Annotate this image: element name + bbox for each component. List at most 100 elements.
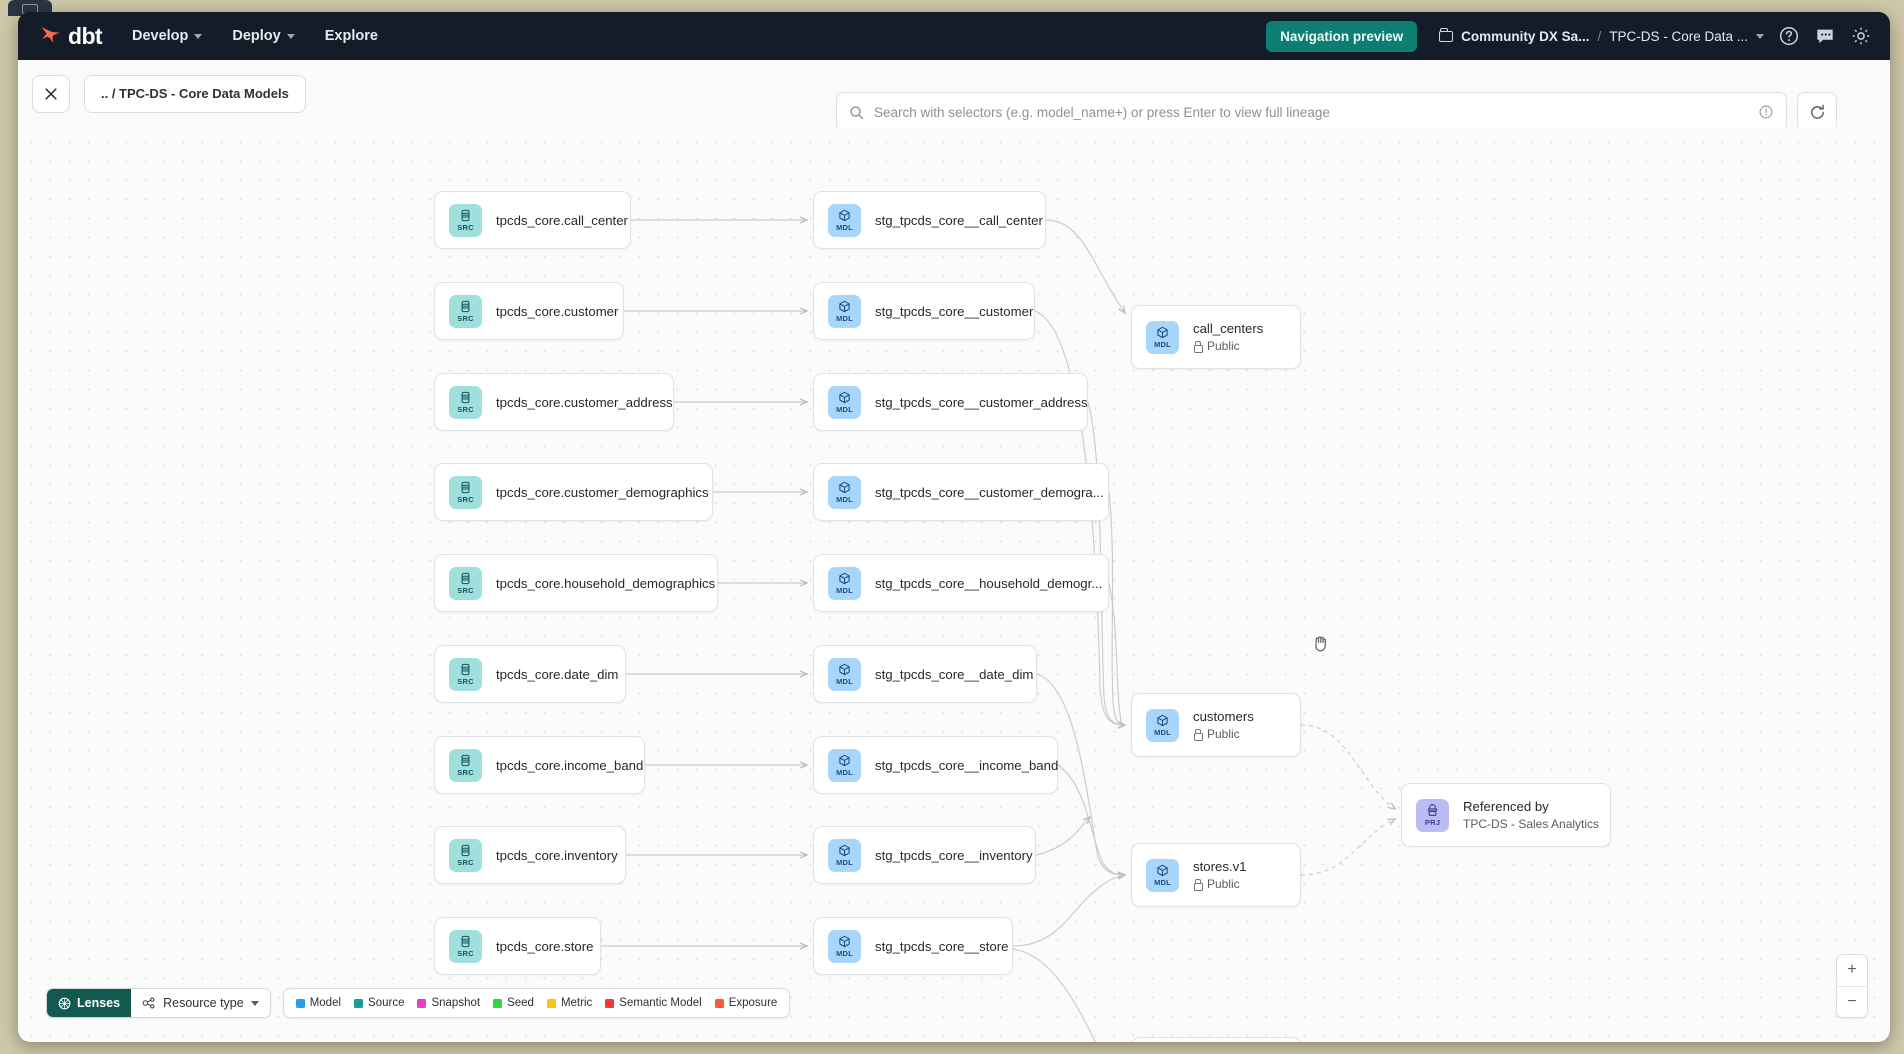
node-type-badge-mdl: MDL [828,838,861,872]
legend-item-exposure[interactable]: Exposure [714,997,777,1009]
node-label: stg_tpcds_core__customer [875,303,1034,319]
search-box[interactable] [836,92,1787,132]
mdl-glyph-icon [838,662,851,677]
node-label: stg_tpcds_core__income_band [875,757,1059,773]
breadcrumb-project[interactable]: TPC-DS - Core Data ... [1609,28,1748,44]
legend-item-metric[interactable]: Metric [546,997,592,1009]
lineage-node-model[interactable]: MDL stg_tpcds_core__customer [813,282,1035,340]
legend-swatch [493,998,503,1008]
help-circle-icon[interactable] [1778,25,1800,47]
src-glyph-icon [459,571,472,586]
breadcrumb-chip[interactable]: .. / TPC-DS - Core Data Models [84,74,306,113]
node-access-badge: Public [1193,726,1254,743]
node-label: stg_tpcds_core__customer_address [875,394,1088,410]
node-label: tpcds_core.store [496,938,594,954]
mdl-glyph-icon [838,753,851,768]
chevron-down-icon [286,33,295,39]
close-button[interactable] [32,74,70,113]
refresh-button[interactable] [1797,92,1837,132]
node-type-badge-mdl: MDL [828,748,861,782]
src-glyph-icon [459,662,472,677]
node-label: stg_tpcds_core__inventory [875,847,1033,863]
node-label: tpcds_core.household_demographics [496,575,716,591]
info-icon [1759,105,1773,119]
legend-swatch [417,998,427,1008]
chevron-down-icon [194,33,203,39]
node-type-badge-mdl: MDL [828,294,861,328]
legend-item-semantic-model[interactable]: Semantic Model [605,997,702,1009]
node-label: stg_tpcds_core__call_center [875,212,1043,228]
legend-item-model[interactable]: Model [295,997,341,1009]
search-icon [850,105,864,119]
node-title: call_centers [1193,320,1264,336]
app-window: dbt Develop Deploy Explore Navigation pr… [18,12,1890,1042]
close-icon [45,87,57,100]
node-access-badge: Public [1193,338,1263,355]
canvas-bottom-bar: Lenses Resource type Model Source Snapshot… [46,988,791,1018]
node-access-badge: Public [1193,876,1247,893]
mdl-glyph-icon [838,934,851,949]
resource-type-dropdown[interactable]: Resource type [131,989,270,1017]
search-input[interactable] [874,104,1748,120]
legend-item-seed[interactable]: Seed [493,997,534,1009]
src-glyph-icon [459,753,472,768]
chevron-down-icon[interactable] [1756,33,1764,39]
node-label: tpcds_core.customer_address [496,394,673,410]
lineage-node-source[interactable]: SRC tpcds_core.customer_address [434,373,674,431]
mdl-glyph-icon [1156,713,1169,728]
src-glyph-icon [459,480,472,495]
breadcrumb-account[interactable]: Community DX Sa... [1461,28,1590,44]
legend-label: Seed [507,997,534,1009]
node-type-badge-mdl: MDL [1146,858,1179,892]
chat-icon[interactable] [1814,25,1836,47]
dbt-logo[interactable]: dbt [38,22,103,50]
dbt-logo-text: dbt [68,22,103,49]
node-label: stg_tpcds_core__customer_demogra... [875,484,1104,500]
zoom-in-button[interactable]: + [1837,955,1867,987]
lenses-button[interactable]: Lenses [47,989,132,1017]
search-area [836,92,1837,132]
gear-icon[interactable] [1850,25,1872,47]
dbt-logo-icon [38,23,64,49]
lenses-label: Lenses [77,996,121,1010]
resource-type-icon [142,997,155,1009]
resource-type-legend: Model Source Snapshot Seed Metric Semantic Mo… [282,988,791,1018]
mdl-glyph-icon [838,480,851,495]
node-type-badge-src: SRC [449,748,482,782]
zoom-out-button[interactable]: − [1847,992,1857,1010]
lineage-node-model[interactable]: MDL stg_tpcds_core__inventory [813,826,1036,884]
nav-item-explore-label: Explore [324,28,378,44]
node-type-badge-src: SRC [449,657,482,691]
navigation-preview-button[interactable]: Navigation preview [1266,20,1418,52]
nav-item-develop[interactable]: Develop [132,28,203,44]
node-type-badge-src: SRC [449,385,482,419]
nav-item-deploy[interactable]: Deploy [232,28,295,44]
prj-glyph-icon [1426,803,1439,818]
lineage-edges [601,127,1890,1042]
nav-item-explore[interactable]: Explore [325,28,378,44]
lenses-group: Lenses Resource type [46,988,271,1018]
lineage-node-model[interactable]: MDL stg_tpcds_core__income_band [813,736,1058,794]
legend-item-source[interactable]: Source [354,997,404,1009]
legend-item-snapshot[interactable]: Snapshot [417,997,480,1009]
